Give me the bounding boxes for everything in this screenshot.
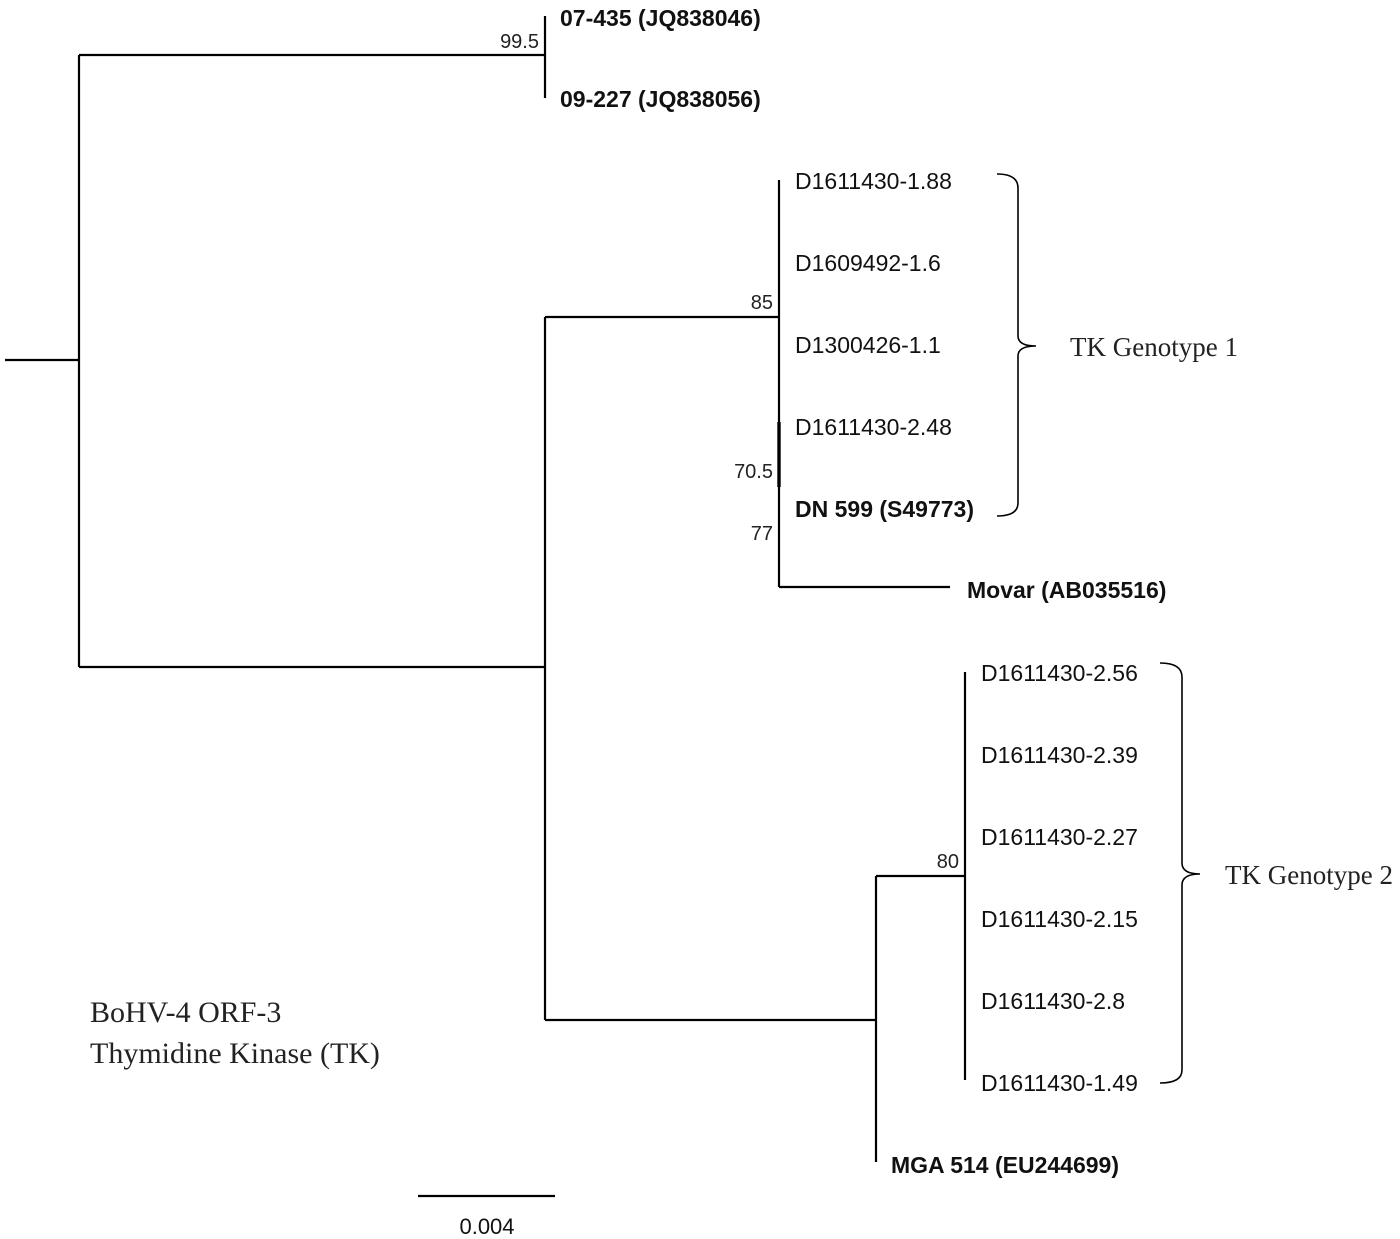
taxon-label: D1611430-2.27 xyxy=(981,824,1138,850)
genotype2-label: TK Genotype 2 xyxy=(1225,860,1393,890)
taxon-label: D1611430-1.49 xyxy=(981,1070,1138,1096)
support-value: 70.5 xyxy=(734,461,773,483)
support-value: 80 xyxy=(937,851,959,873)
taxon-label: DN 599 (S49773) xyxy=(795,496,974,522)
support-values: 99.5 85 70.5 77 80 xyxy=(500,31,959,873)
taxon-label: D1611430-2.15 xyxy=(981,906,1138,932)
genotype1-label: TK Genotype 1 xyxy=(1070,332,1238,362)
taxon-label: D1300426-1.1 xyxy=(795,332,941,358)
taxon-label: MGA 514 (EU244699) xyxy=(891,1152,1119,1178)
taxon-label: D1609492-1.6 xyxy=(795,250,941,276)
support-value: 77 xyxy=(751,523,773,545)
taxon-label: 07-435 (JQ838046) xyxy=(560,5,761,31)
support-value: 99.5 xyxy=(500,31,539,53)
genotype1-bracket xyxy=(996,173,1037,517)
tree-caption-line1: BoHV-4 ORF-3 xyxy=(90,996,281,1029)
tree-caption-line2: Thymidine Kinase (TK) xyxy=(90,1037,380,1070)
taxon-label: D1611430-2.8 xyxy=(981,988,1125,1014)
taxon-label: 09-227 (JQ838056) xyxy=(560,86,761,112)
taxon-label: D1611430-1.88 xyxy=(795,168,952,194)
taxon-label: D1611430-2.56 xyxy=(981,660,1138,686)
taxon-label: D1611430-2.48 xyxy=(795,414,952,440)
tree-branches xyxy=(5,16,967,1162)
support-value: 85 xyxy=(751,292,773,314)
genotype2-bracket xyxy=(1159,662,1201,1084)
taxon-labels: 07-435 (JQ838046) 09-227 (JQ838056) D161… xyxy=(560,5,1166,1178)
taxon-label: Movar (AB035516) xyxy=(967,577,1166,603)
taxon-label: D1611430-2.39 xyxy=(981,742,1138,768)
scale-bar-label: 0.004 xyxy=(459,1214,514,1239)
